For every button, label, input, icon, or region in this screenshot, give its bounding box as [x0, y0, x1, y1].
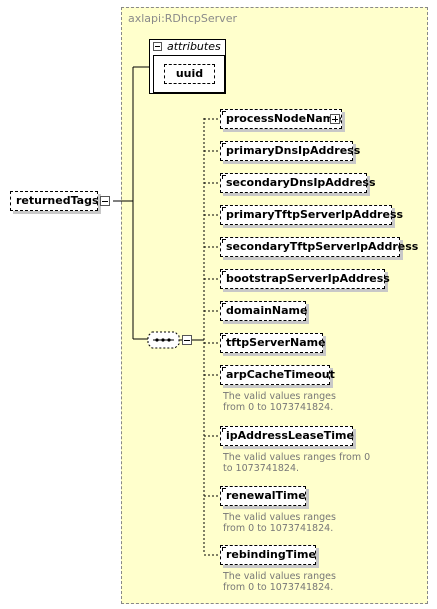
- element-marker: [222, 547, 226, 551]
- element-tftpServerName[interactable]: tftpServerName: [220, 333, 326, 353]
- element-rebindingTime[interactable]: rebindingTime: [220, 545, 316, 565]
- element-marker: [222, 207, 226, 211]
- element-description: The valid values ranges: [223, 391, 336, 402]
- attribute-uuid[interactable]: uuid: [164, 64, 215, 84]
- element-marker: [222, 303, 226, 307]
- element-marker: [222, 488, 226, 492]
- expand-toggle-icon[interactable]: [330, 114, 340, 124]
- element-domainName[interactable]: domainName: [220, 301, 307, 321]
- element-description: from 0 to 1073741824.: [223, 523, 334, 534]
- element-renewalTime[interactable]: renewalTime: [220, 486, 306, 506]
- element-processNodeName[interactable]: processNodeName: [220, 109, 342, 129]
- element-marker: [222, 335, 226, 339]
- element-description: The valid values ranges: [223, 512, 336, 523]
- sequence-compositor-icon: [147, 331, 180, 349]
- element-marker: [222, 271, 226, 275]
- element-description: from 0 to 1073741824.: [223, 402, 334, 413]
- element-secondaryDnsIpAddress[interactable]: secondaryDnsIpAddress: [220, 173, 376, 193]
- element-marker: [222, 239, 226, 243]
- collapse-toggle-icon[interactable]: [100, 196, 110, 206]
- element-bootstrapServerIpAddress[interactable]: bootstrapServerIpAddress: [220, 269, 390, 289]
- element-description: The valid values ranges from 0: [223, 452, 371, 463]
- element-marker: [222, 428, 226, 432]
- attributes-label: attributes: [167, 40, 221, 53]
- element-primaryTftpServerIpAddress[interactable]: primaryTftpServerIpAddress: [220, 205, 403, 225]
- element-secondaryTftpServerIpAddress[interactable]: secondaryTftpServerIpAddress: [220, 237, 418, 257]
- element-primaryDnsIpAddress[interactable]: primaryDnsIpAddress: [220, 141, 360, 161]
- collapse-toggle-icon[interactable]: [153, 42, 162, 51]
- element-description: to 1073741824.: [223, 463, 300, 474]
- type-title: axlapi:RDhcpServer: [128, 12, 237, 25]
- root-element[interactable]: returnedTags: [10, 191, 99, 211]
- element-marker: [222, 143, 226, 147]
- collapse-toggle-icon[interactable]: [182, 335, 192, 345]
- element-description: The valid values ranges: [223, 571, 336, 582]
- element-marker: [222, 111, 226, 115]
- element-ipAddressLeaseTime[interactable]: ipAddressLeaseTime: [220, 426, 354, 446]
- element-marker: [222, 175, 226, 179]
- element-marker: [222, 367, 226, 371]
- element-description: from 0 to 1073741824.: [223, 582, 334, 593]
- element-arpCacheTimeout[interactable]: arpCacheTimeout: [220, 365, 335, 385]
